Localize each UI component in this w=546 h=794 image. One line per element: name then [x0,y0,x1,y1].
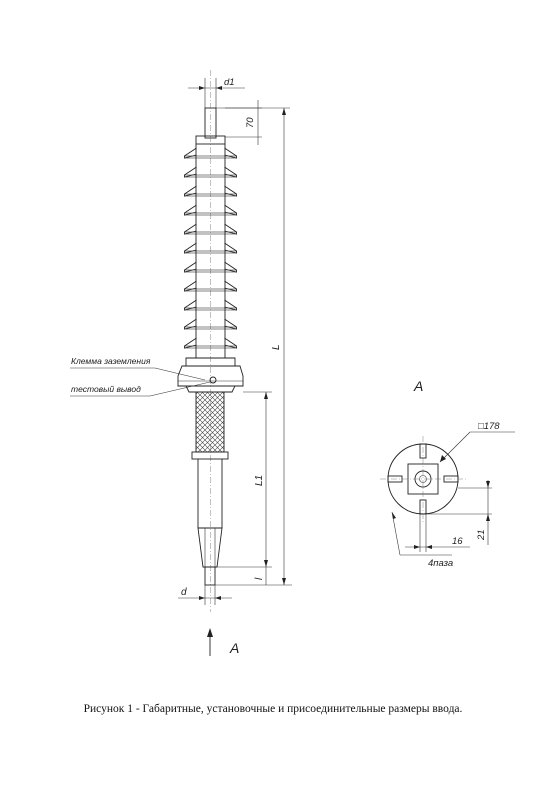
label-L1: L1 [254,475,265,486]
shed-rim [184,250,237,254]
label-178: □178 [478,421,500,432]
shed-rim [184,174,237,178]
bushing-flange [177,144,244,393]
insulator-sheds [184,147,237,349]
label-l: l [254,577,265,580]
shed-rim [184,155,237,159]
shed-rim [184,193,237,197]
view-marker-a: A [229,640,239,656]
shed-rim [184,231,237,235]
figure-caption: Рисунок 1 - Габаритные, установочные и п… [83,703,463,715]
shed-rim [184,212,237,216]
shed-rim [184,288,237,292]
label-L: L [271,344,282,350]
label-21: 21 [476,529,487,541]
shed-rim [184,307,237,311]
bushing-body [195,70,226,612]
label-d: d [181,587,187,598]
view-title-a: A [413,378,423,394]
grounding-terminal-note: Клемма заземления [71,356,151,366]
label-d1: d1 [224,77,235,88]
view-a [380,431,515,556]
label-16: 16 [452,536,463,547]
label-70: 70 [245,117,256,128]
lower-part [191,391,229,586]
dimension-lines [70,78,292,656]
shed-rim [184,269,237,273]
test-output-note: тестовый вывод [71,384,141,394]
label-4-slots: 4паза [428,558,453,569]
shed-rim [184,326,237,330]
shed-rim [184,345,237,349]
